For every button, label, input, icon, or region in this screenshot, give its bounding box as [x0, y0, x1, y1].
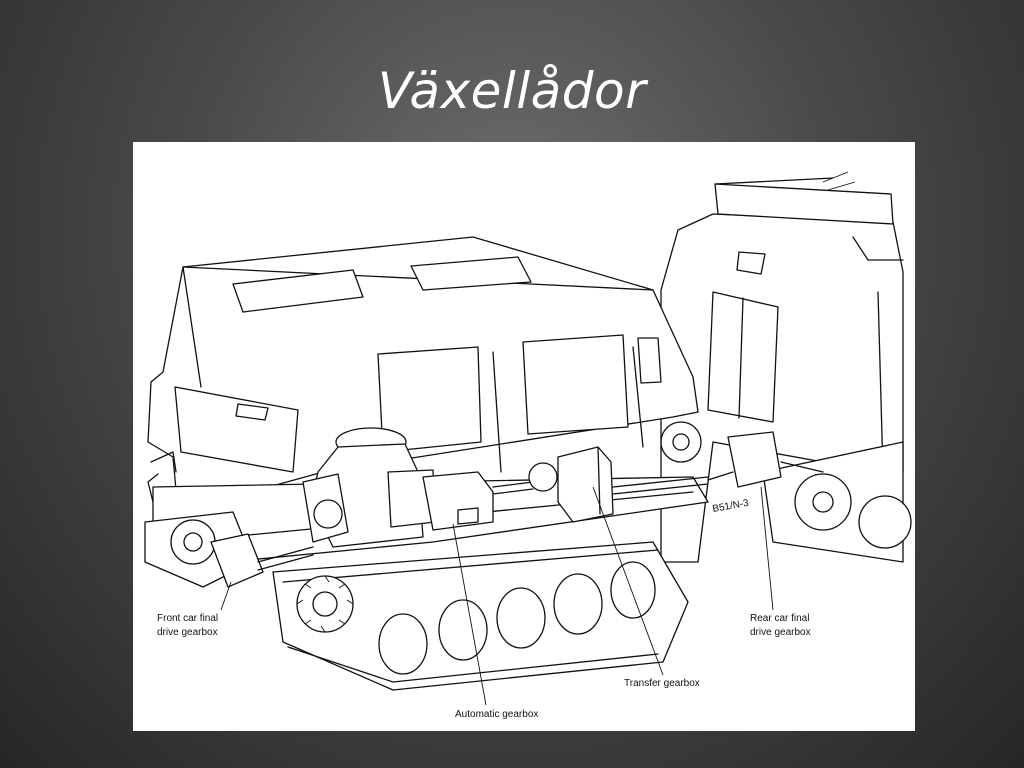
label-rear-car-line1: Rear car final: [750, 613, 809, 624]
label-front-car-line2: drive gearbox: [157, 627, 218, 638]
label-front-car-line1: Front car final: [157, 613, 218, 624]
slide-title: Växellådor: [377, 62, 647, 120]
label-transfer-gearbox: Transfer gearbox: [624, 678, 700, 689]
vehicle-drivetrain-diagram: B51/N-3 Front car final drive gearbox Re…: [133, 142, 915, 731]
front-car-track: [144, 511, 689, 691]
drivetrain: [210, 421, 824, 588]
label-automatic-gearbox: Automatic gearbox: [455, 709, 538, 720]
label-rear-car-line2: drive gearbox: [750, 627, 811, 638]
drawing-code: B51/N-3: [712, 498, 750, 515]
front-car-body: [147, 236, 699, 513]
rear-car: [660, 171, 904, 563]
callout-lines: [220, 486, 774, 706]
rear-car-track: [762, 441, 912, 563]
